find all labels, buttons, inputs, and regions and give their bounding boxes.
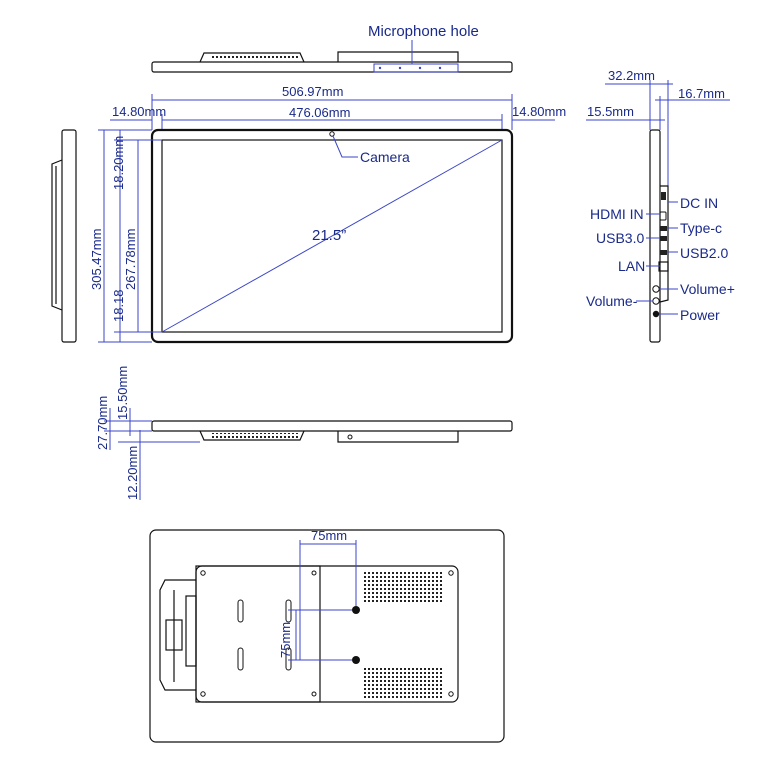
screen-height-dim: 267.78mm [123, 229, 138, 290]
bottom-body-dim: 15.50mm [115, 366, 130, 420]
side-body-dim: 16.7mm [678, 86, 725, 101]
bottom-view: 27.70mm 15.50mm 12.20mm [95, 366, 513, 500]
vesa-h-dim: 75mm [311, 528, 347, 543]
usb20-label: USB2.0 [680, 245, 728, 261]
microphone-hole-label: Microphone hole [368, 23, 479, 40]
top-view: Microphone hole [151, 23, 513, 73]
dc-in-label: DC IN [680, 195, 718, 211]
back-vent-top [364, 572, 444, 602]
screen-width-dim: 476.06mm [289, 105, 350, 120]
side-thin-dim: 15.5mm [587, 104, 634, 119]
volume-up-label: Volume+ [680, 281, 735, 297]
left-side-view [51, 129, 77, 343]
type-c-label: Type-c [680, 220, 722, 236]
back-vent-bottom [364, 668, 444, 698]
back-view: 75mm 75mm [149, 528, 505, 743]
hdmi-in-label: HDMI IN [590, 206, 644, 222]
bezel-bottom-dim: 18.18 [111, 289, 126, 322]
bezel-right-dim: 14.80mm [512, 104, 566, 119]
right-side-view: 32.2mm 16.7mm 15.5mm DC IN HDMI IN Type-… [586, 68, 735, 343]
top-vent [210, 55, 298, 60]
overall-width-dim: 506.97mm [282, 84, 343, 99]
side-depth-dim: 32.2mm [608, 68, 655, 83]
lan-label: LAN [618, 258, 645, 274]
front-view: 506.97mm 476.06mm 14.80mm 14.80mm Camera… [89, 84, 566, 344]
bezel-top-dim: 18.20mm [111, 136, 126, 190]
power-label: Power [680, 307, 720, 323]
usb30-label: USB3.0 [596, 230, 644, 246]
bezel-left-dim: 14.80mm [112, 104, 166, 119]
diagonal-label: 21.5” [312, 227, 346, 244]
bottom-bump-dim: 12.20mm [125, 446, 140, 500]
bottom-total-dim: 27.70mm [95, 396, 110, 450]
overall-height-dim: 305.47mm [89, 229, 104, 290]
vesa-v-dim: 75mm [278, 622, 293, 658]
volume-down-label: Volume- [586, 293, 638, 309]
camera-label: Camera [360, 149, 410, 165]
